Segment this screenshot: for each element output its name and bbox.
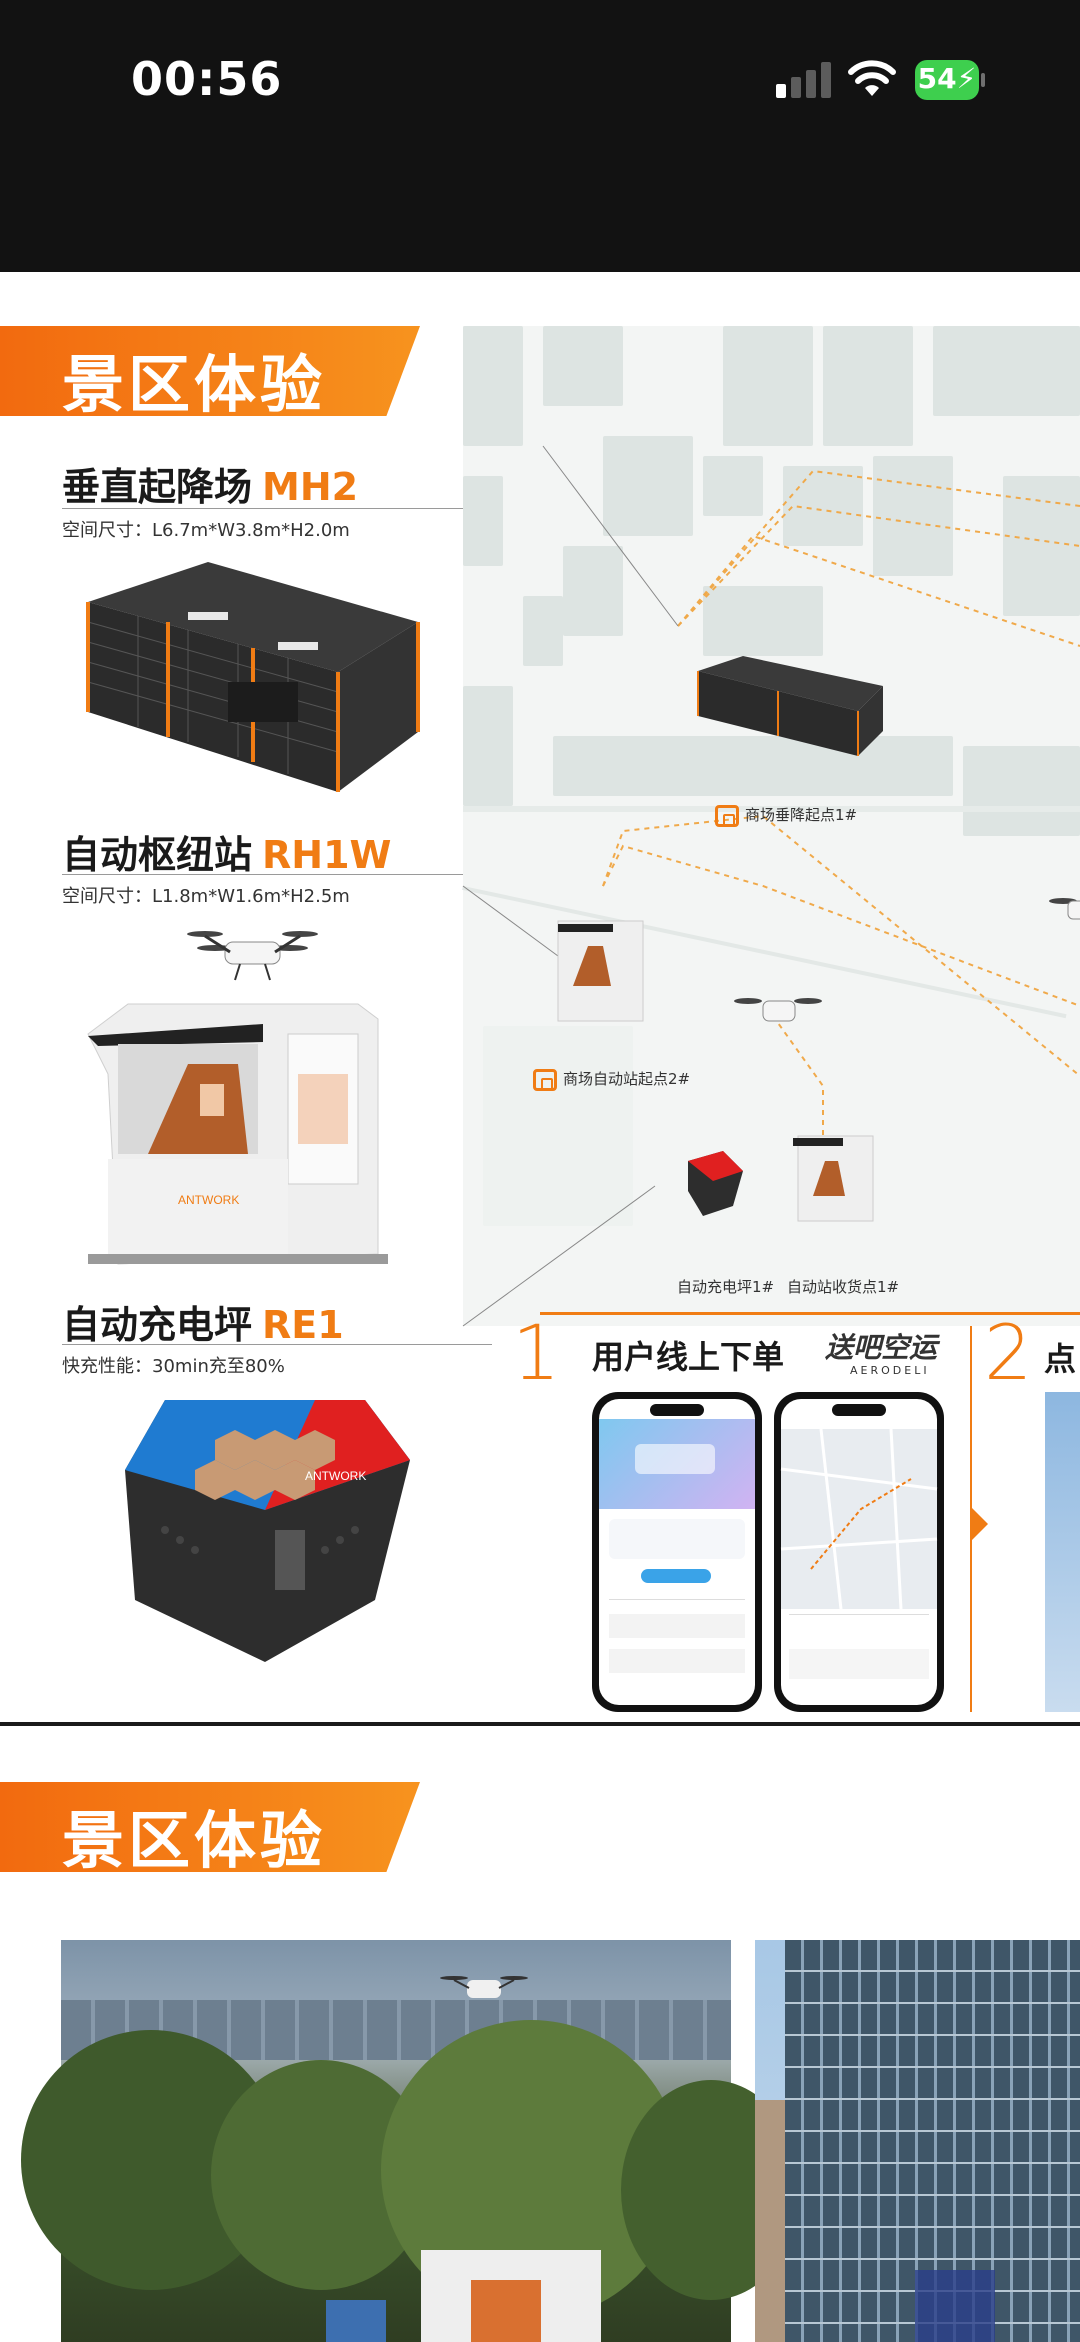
map-label-receiving-point: 自动站收货点1#: [787, 1278, 900, 1296]
drone-image: [187, 931, 318, 981]
step-number: 2: [984, 1308, 1033, 1397]
drone-photo: [440, 1976, 528, 1998]
divider: [62, 874, 472, 875]
step-number: 1: [512, 1308, 561, 1397]
banner-title: 景区体验: [62, 348, 327, 421]
order-flow-panel: 1 用户线上下单 送吧空运 AERODELI 2 点: [512, 1308, 1080, 1712]
phone-mockup: [774, 1392, 944, 1712]
battery-level: 54: [917, 62, 957, 95]
banner-title: 景区体验: [62, 1804, 327, 1877]
signal-icon: [776, 62, 831, 98]
brand-logo: 送吧空运: [825, 1331, 938, 1364]
arrow-right-icon: [972, 1508, 988, 1540]
flight-routes: [462, 445, 1080, 1327]
slide-scenic-experience-2: 景区体验: [0, 1726, 1080, 2342]
section-banner: 景区体验: [0, 1782, 420, 1872]
battery-charging-icon: 54⚡: [915, 60, 985, 100]
phone-mockup: [592, 1392, 762, 1712]
product-name: 自动充电坪: [62, 1303, 253, 1347]
building-photo: [755, 1940, 1080, 2342]
map-label-hub-station: 商场自动站起点2#: [533, 1068, 690, 1091]
section-banner: 景区体验: [0, 326, 420, 416]
map-label-vertiport: 商场垂降起点1#: [715, 804, 857, 827]
wifi-icon: [848, 60, 896, 96]
map-label-charging-pad: 自动充电坪1#: [677, 1278, 775, 1296]
vertiport-image: [86, 562, 420, 792]
store-icon: [533, 1068, 557, 1091]
hub-station-image: ANTWORK: [87, 1003, 388, 1265]
status-time: 00:56: [131, 52, 283, 106]
outdoor-photo-trees: [21, 1940, 801, 2342]
product-code: RH1W: [262, 833, 392, 877]
product-code: RE1: [262, 1303, 344, 1347]
step-title: 用户线上下单: [592, 1338, 785, 1376]
device-brand: ANTWORK: [178, 1193, 239, 1207]
site-map: 商场垂降起点1# 商场自动站起点2# 自动充电坪1# 自动站收货点1#: [462, 326, 1080, 1327]
map-label-text: 商场自动站起点2#: [563, 1070, 691, 1088]
product-name: 自动枢纽站: [62, 833, 253, 877]
product-spec: 快充性能：30min充至80%: [62, 1356, 285, 1377]
step-title: 点: [1044, 1340, 1077, 1378]
product-spec: 空间尺寸：L1.8m*W1.6m*H2.5m: [62, 886, 350, 907]
slide-separator: [0, 1722, 1080, 1726]
brand-subtitle: AERODELI: [850, 1364, 930, 1377]
status-bar: 00:56 54⚡: [0, 0, 1080, 272]
divider: [62, 508, 592, 509]
product-name: 垂直起降场: [62, 465, 253, 509]
divider: [62, 1344, 492, 1345]
store-icon: [715, 804, 739, 827]
charging-pad-image: ANTWORK: [125, 1400, 410, 1662]
product-spec: 空间尺寸：L6.7m*W3.8m*H2.0m: [62, 520, 350, 541]
product-code: MH2: [262, 465, 359, 509]
device-brand: ANTWORK: [305, 1469, 366, 1483]
map-label-text: 商场垂降起点1#: [745, 806, 858, 824]
